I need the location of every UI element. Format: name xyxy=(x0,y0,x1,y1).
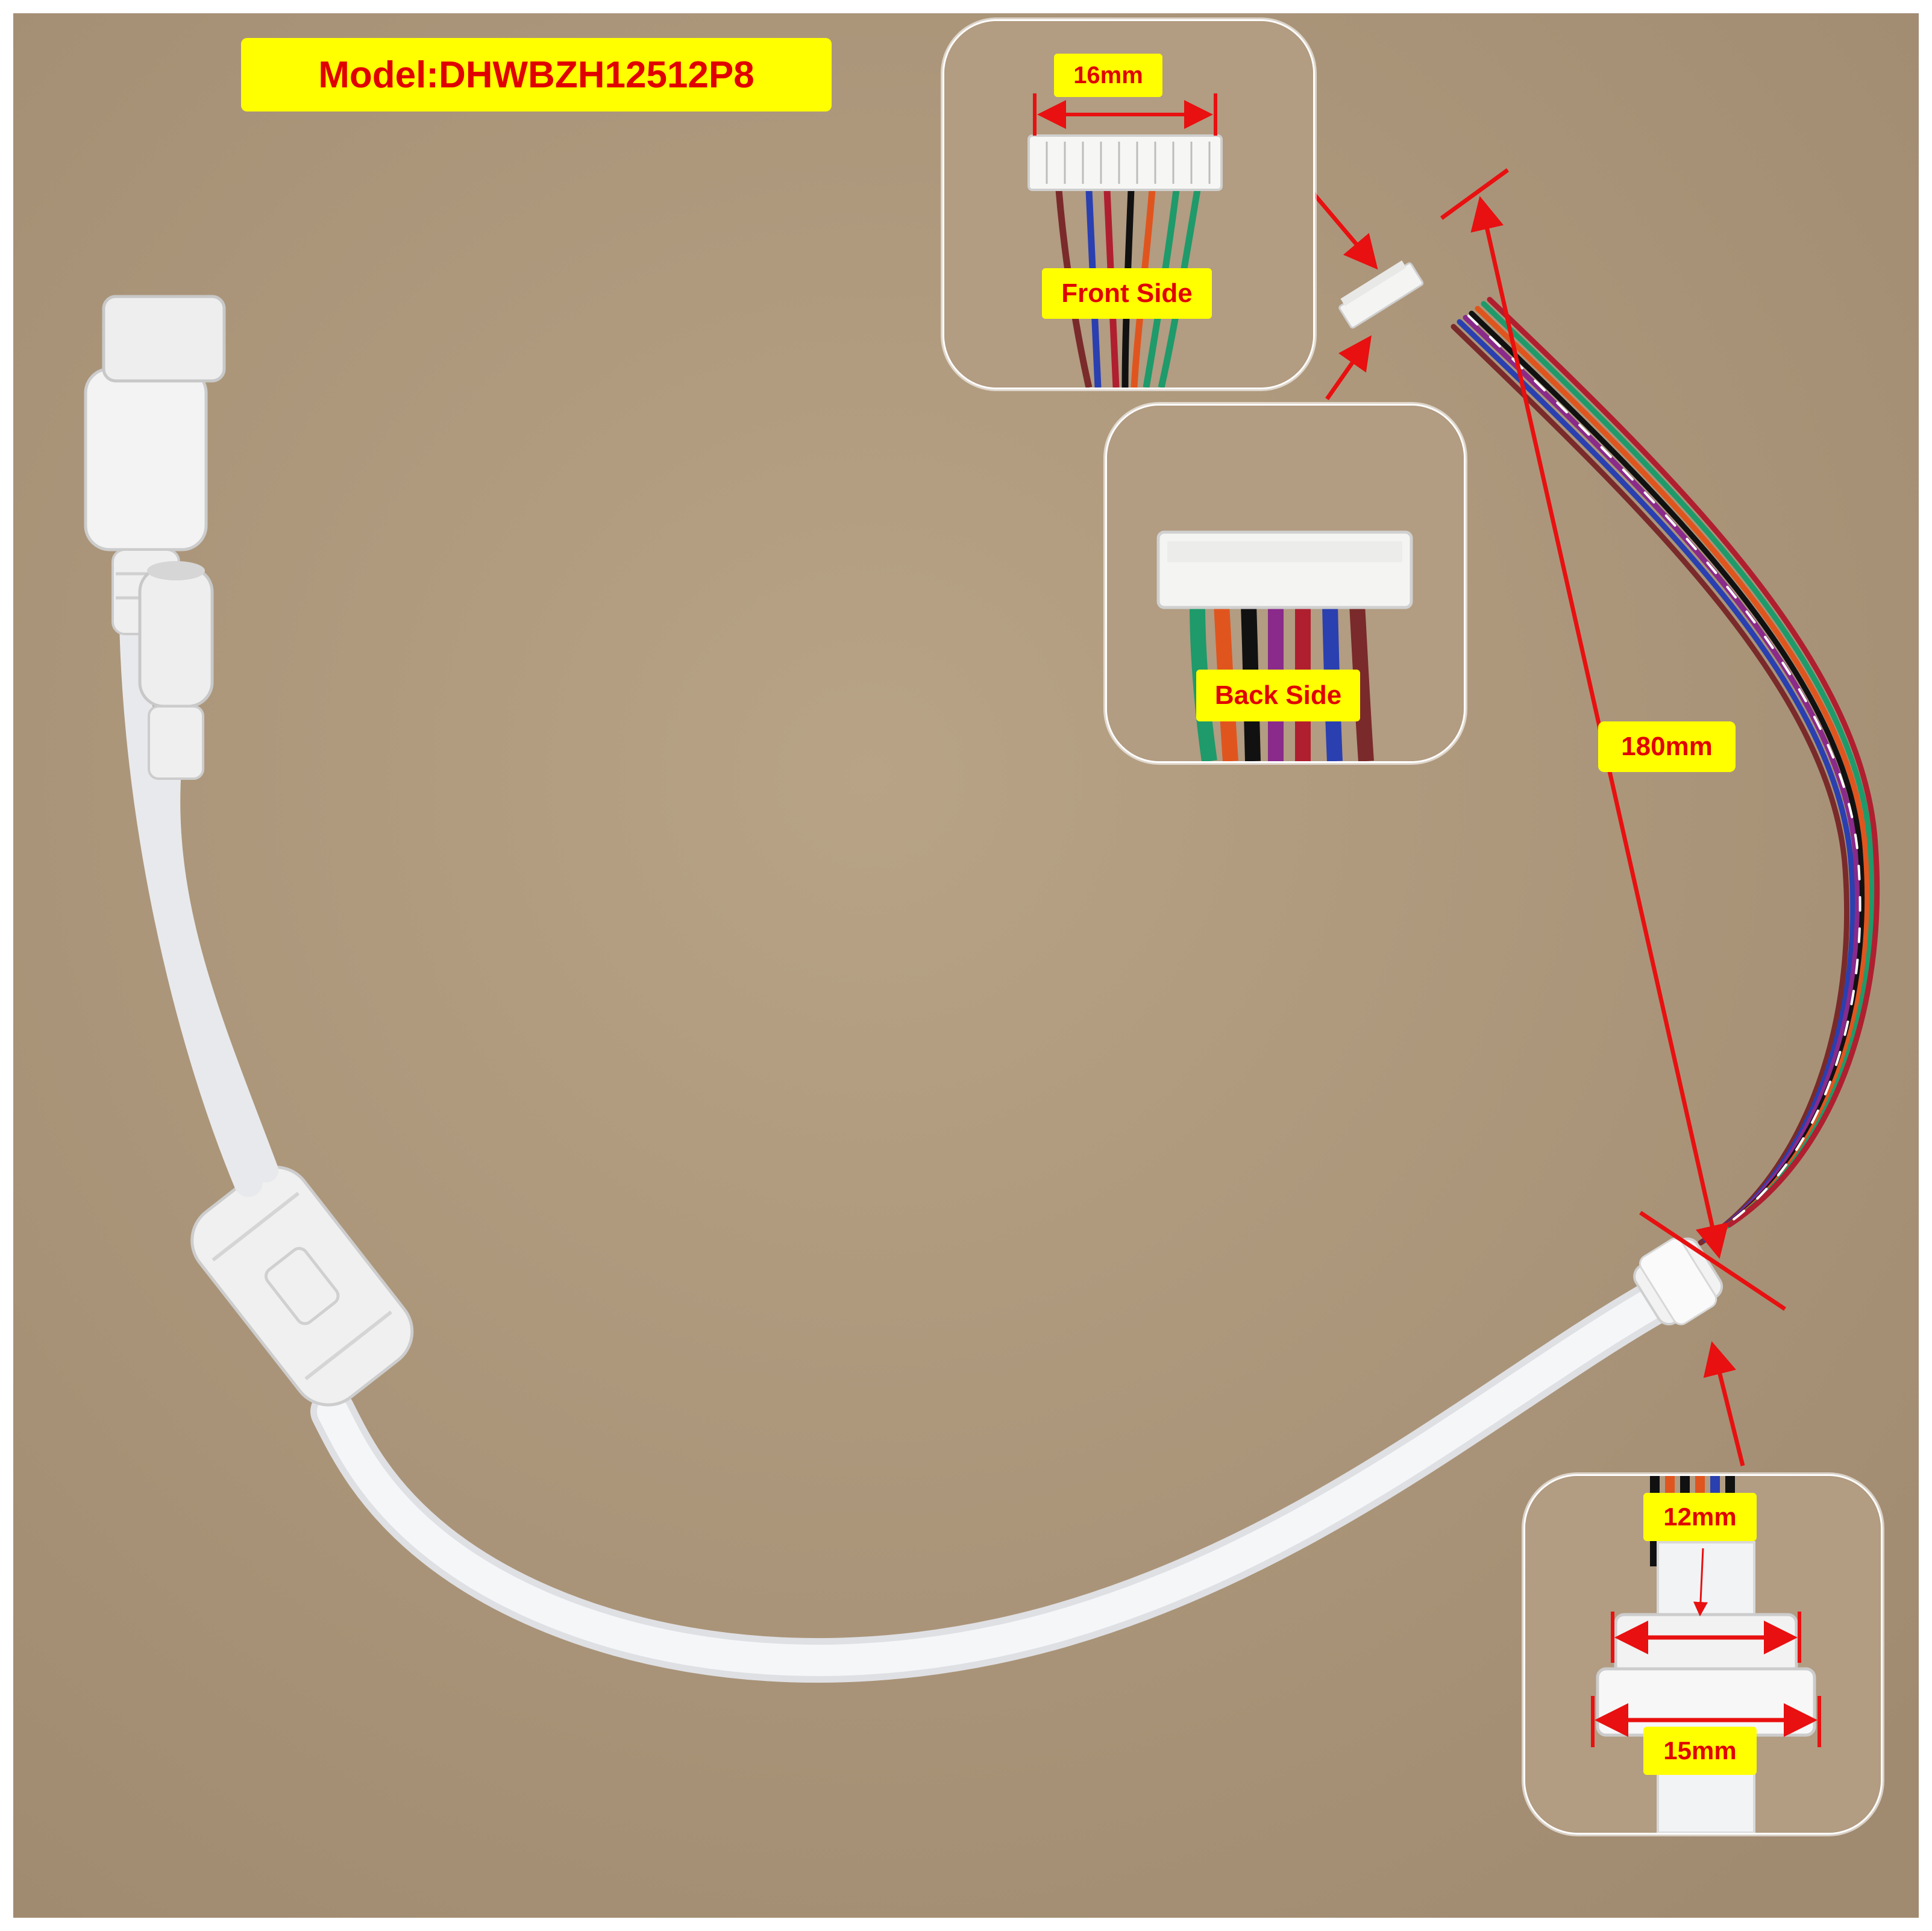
grommet-inset: 12mm 15mm xyxy=(1523,1474,1883,1835)
front-side-inset: 16mm Front Side xyxy=(942,19,1315,389)
branch-cable-dc xyxy=(156,749,278,1182)
length-label: 180mm xyxy=(1598,721,1736,772)
grommet-outer-label: 15mm xyxy=(1643,1727,1757,1775)
dc-connector xyxy=(138,561,214,780)
grommet-inner-label: 12mm xyxy=(1643,1493,1757,1541)
front-dimension-label: 16mm xyxy=(1054,54,1162,97)
front-side-caption: Front Side xyxy=(1042,268,1212,319)
back-side-caption: Back Side xyxy=(1196,670,1360,721)
back-side-inset: Back Side xyxy=(1105,404,1466,763)
back-pointer-arrow xyxy=(1325,335,1372,401)
splitter-boot xyxy=(190,1166,414,1407)
model-label: Model:DHWBZH12512P8 xyxy=(241,38,832,111)
branch-cable-rj45 xyxy=(119,541,263,1197)
grommet-pointer-arrow xyxy=(1703,1341,1745,1466)
grommet xyxy=(1633,1237,1723,1326)
product-photo-frame: Model:DHWBZH12512P8 180mm xyxy=(13,13,1919,1918)
front-pointer-arrow xyxy=(1307,186,1378,270)
micro-connector xyxy=(1338,260,1424,329)
length-tick-top xyxy=(1440,168,1510,220)
